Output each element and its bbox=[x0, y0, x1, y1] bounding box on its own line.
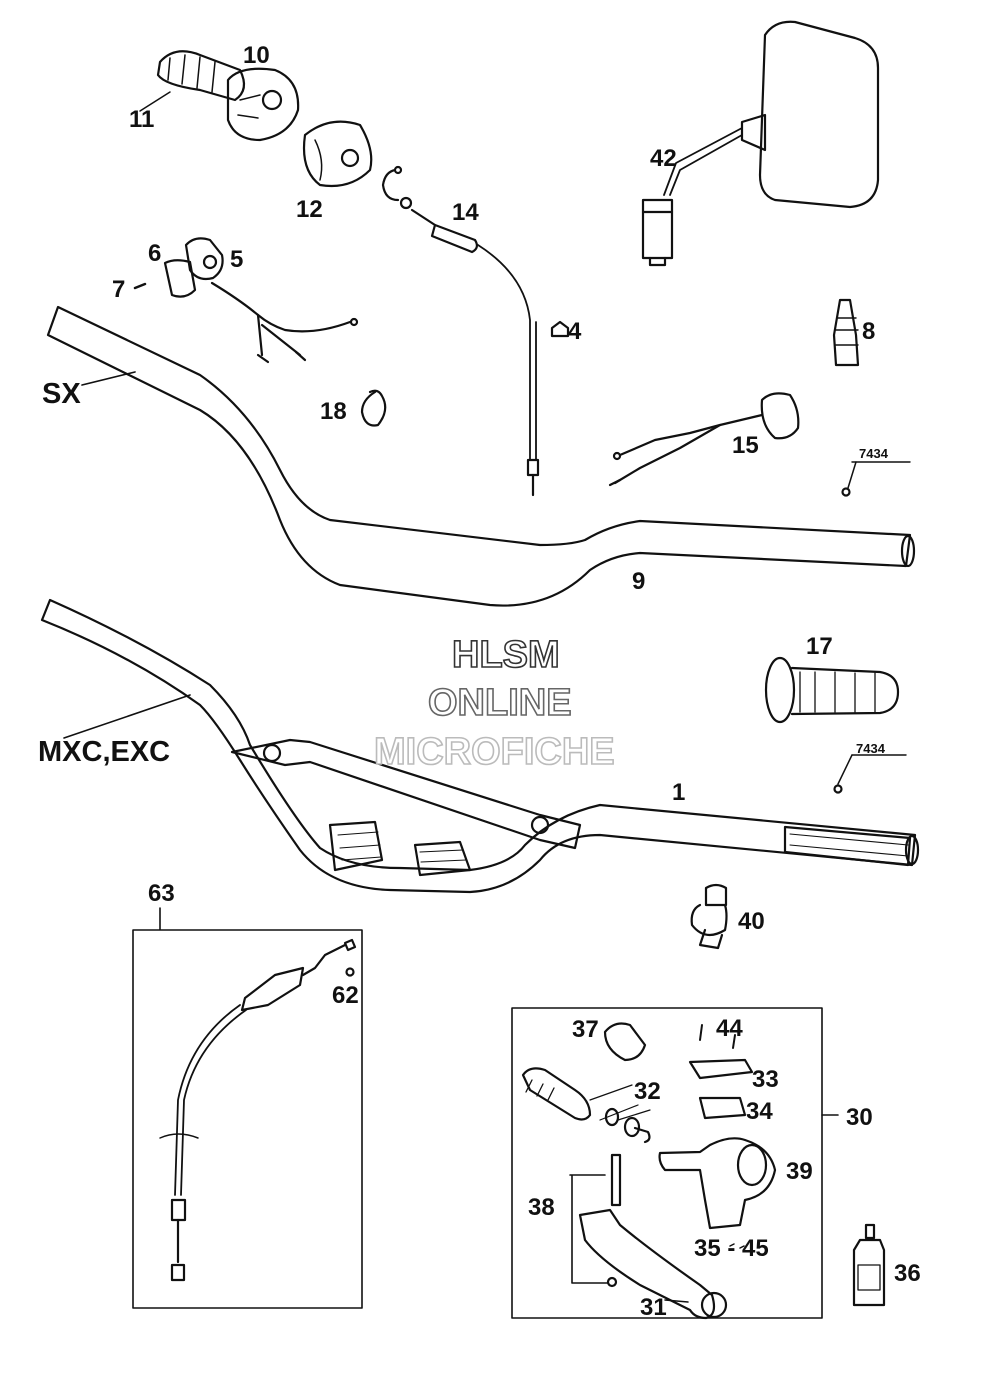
kill-switch bbox=[133, 237, 359, 364]
watermark-line-3: MICROFICHE bbox=[373, 731, 615, 773]
part-label-42: 42 bbox=[650, 145, 677, 172]
part-label-44: 44 bbox=[716, 1015, 743, 1042]
model-label-sx: SX bbox=[42, 378, 81, 410]
throttle-cable bbox=[381, 165, 540, 497]
part-label-15: 15 bbox=[732, 432, 759, 459]
part-label-36: 36 bbox=[894, 1260, 921, 1287]
part-label-17: 17 bbox=[806, 633, 833, 660]
clutch-lever-assembly bbox=[521, 1022, 777, 1320]
part-label-18: 18 bbox=[320, 398, 347, 425]
part-label-35-45: 35 - 45 bbox=[694, 1235, 769, 1262]
light-switch bbox=[608, 392, 800, 487]
part-label-7: 7 bbox=[112, 276, 126, 303]
part-label-10: 10 bbox=[243, 42, 270, 69]
nut bbox=[550, 320, 570, 338]
watermark-line-1: HLSM bbox=[451, 634, 560, 676]
sx-handlebar bbox=[46, 305, 916, 607]
mxc-handlebar bbox=[40, 598, 920, 894]
part-label-12: 12 bbox=[296, 196, 323, 223]
part-label-34: 34 bbox=[746, 1098, 773, 1125]
part-label-40: 40 bbox=[738, 908, 765, 935]
part-label-6: 6 bbox=[148, 240, 162, 267]
part-label-38: 38 bbox=[528, 1194, 555, 1221]
part-label-39: 39 bbox=[786, 1158, 813, 1185]
part-label-5: 5 bbox=[230, 246, 244, 273]
part-label-11: 11 bbox=[129, 106, 155, 133]
part-label-63: 63 bbox=[148, 880, 175, 907]
mirror bbox=[641, 20, 880, 267]
model-label-mxc-exc: MXC,EXC bbox=[38, 736, 171, 768]
part-label-1: 1 bbox=[672, 779, 686, 806]
handgrip bbox=[764, 656, 900, 724]
part-label-14: 14 bbox=[452, 199, 479, 226]
oil-bottle bbox=[852, 1223, 886, 1307]
part-label-8: 8 bbox=[862, 318, 876, 345]
part-label-4: 4 bbox=[568, 318, 582, 345]
part-label-31: 31 bbox=[640, 1294, 667, 1321]
cable-tie bbox=[360, 389, 387, 427]
ref-label-7434-bottom: 7434 bbox=[856, 741, 885, 756]
watermark-line-2: ONLINE bbox=[427, 682, 572, 724]
part-label-32: 32 bbox=[634, 1078, 661, 1105]
part-label-37: 37 bbox=[572, 1016, 599, 1043]
part-label-30: 30 bbox=[846, 1104, 873, 1131]
ref-label-7434-top: 7434 bbox=[859, 446, 888, 461]
throttle-cover bbox=[302, 120, 373, 188]
throttle-grip bbox=[156, 50, 300, 142]
part-label-9: 9 bbox=[632, 568, 646, 595]
grease-tube bbox=[832, 298, 860, 367]
part-label-33: 33 bbox=[752, 1066, 779, 1093]
clutch-cable bbox=[159, 938, 357, 1282]
clamp bbox=[690, 883, 728, 950]
part-label-62: 62 bbox=[332, 982, 359, 1009]
